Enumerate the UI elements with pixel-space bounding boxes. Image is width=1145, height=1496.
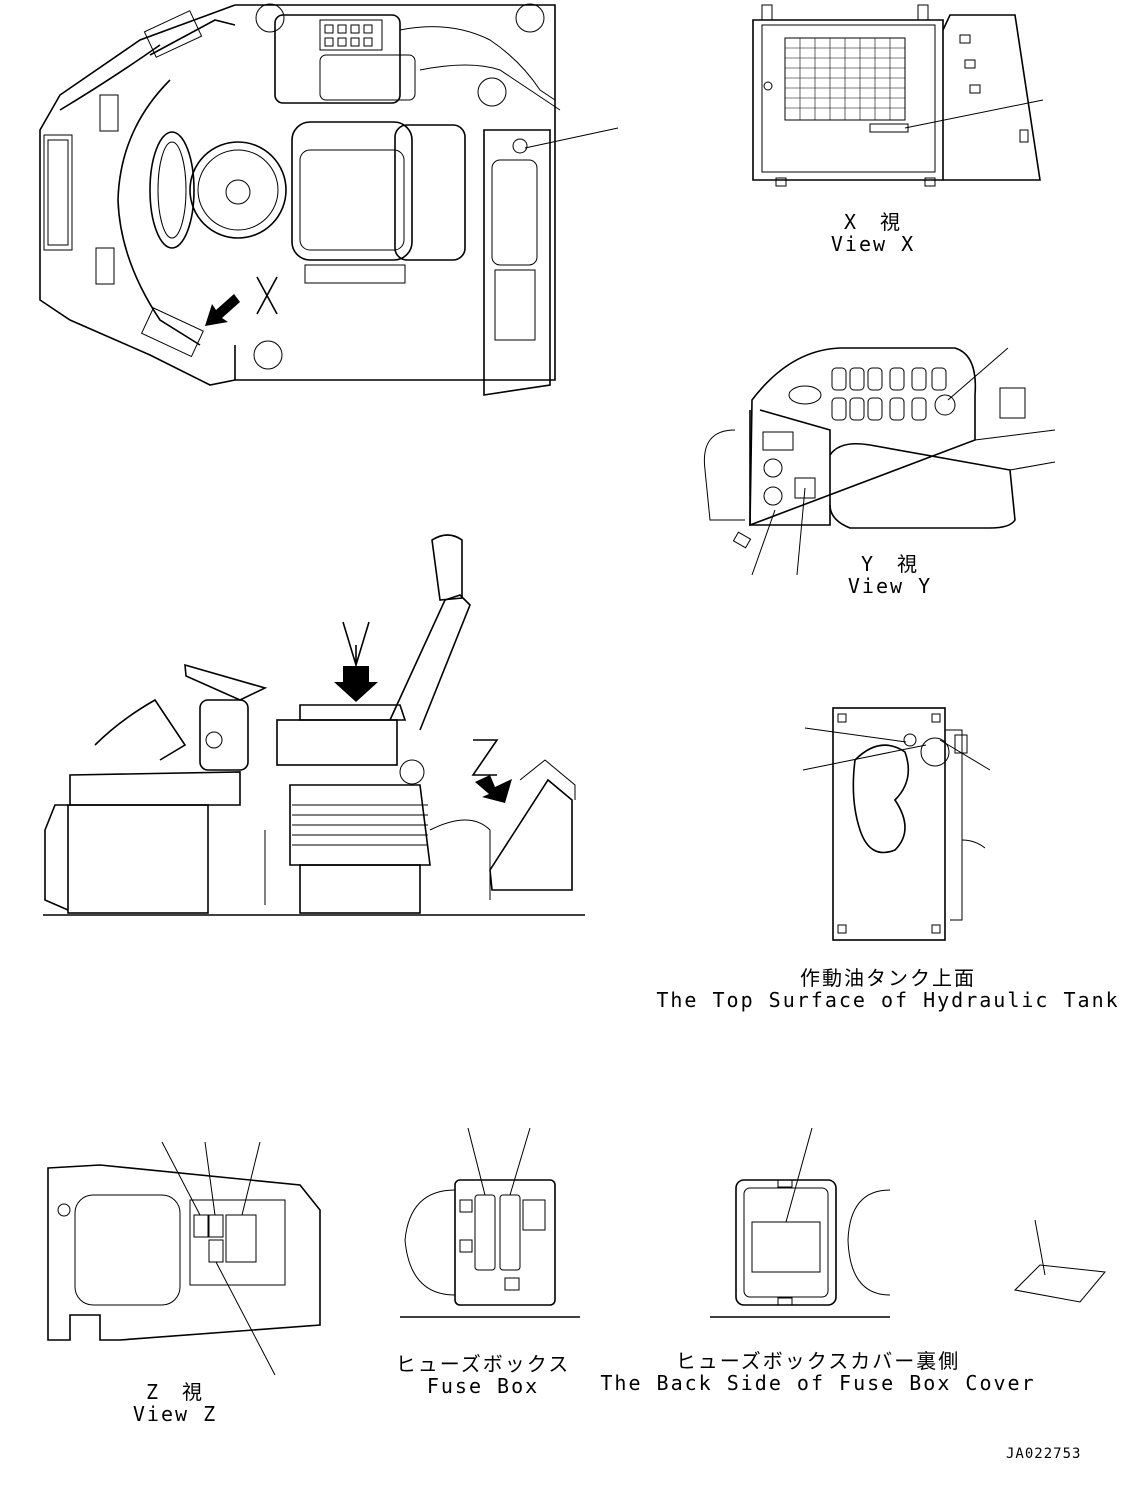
hydraulic-tank-caption-en: The Top Surface of Hydraulic Tank — [656, 988, 1120, 1012]
fuse-box-drawing — [400, 1127, 580, 1318]
view-x-caption-ja: X 視 — [843, 210, 903, 234]
hydraulic-tank-drawing — [802, 707, 991, 941]
view-z-caption-en: View Z — [132, 1402, 218, 1426]
view-x-caption-en: View X — [830, 232, 916, 256]
fuse-box-caption-ja: ヒューズボックス — [395, 1352, 571, 1376]
view-y-drawing — [703, 347, 1056, 576]
fuse-box-cover-drawing — [710, 1127, 1106, 1318]
fuse-box-caption-en: Fuse Box — [426, 1374, 540, 1398]
side-view-drawing — [43, 534, 585, 916]
view-y-caption-en: View Y — [847, 574, 933, 598]
view-z-drawing — [47, 1141, 321, 1376]
fuse-box-cover-caption-en: The Back Side of Fuse Box Cover — [600, 1371, 1036, 1395]
fuse-box-cover-caption-ja: ヒューズボックスカバー裏側 — [675, 1349, 961, 1373]
hydraulic-tank-caption-ja: 作動油タンク上面 — [800, 966, 976, 990]
view-y-caption-ja: Y 視 — [860, 552, 920, 576]
view-x-drawing — [752, 4, 1044, 187]
view-z-caption-ja: Z 視 — [145, 1380, 205, 1404]
cab-top-view — [39, 3, 619, 396]
drawing-number: JA022753 — [1006, 1446, 1082, 1462]
